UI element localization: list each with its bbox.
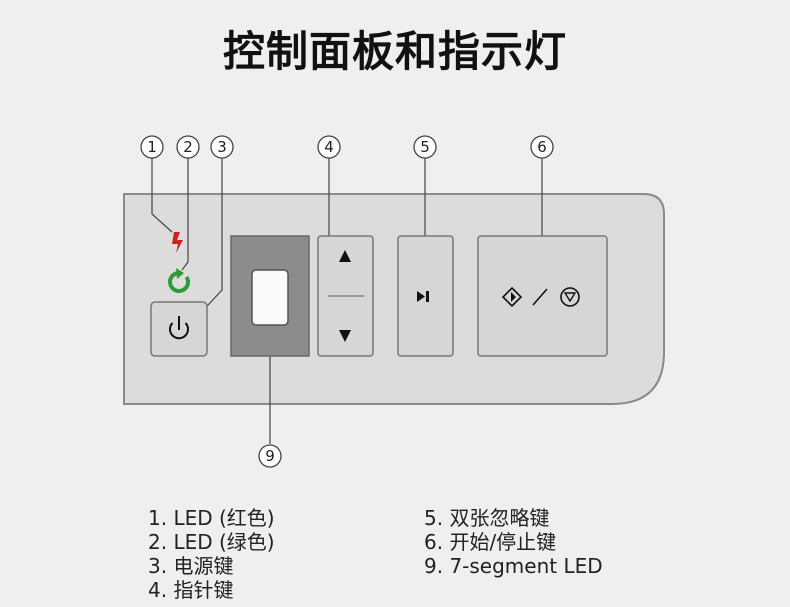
page-title: 控制面板和指示灯 (222, 27, 567, 76)
callout-2 (176, 135, 200, 159)
stop-icon (560, 287, 580, 307)
callout-6 (530, 135, 554, 159)
arrow-down-icon[interactable] (339, 330, 351, 342)
legend-item: 6. 开始/停止键 (424, 530, 557, 554)
pointer-keys (317, 235, 374, 357)
legend-item: 4. 指针键 (148, 578, 234, 602)
callout-9-label: 9 (265, 447, 275, 465)
legend-item: 3. 电源键 (148, 554, 234, 578)
arrow-up-icon[interactable] (339, 250, 351, 262)
callout-3-label: 3 (217, 138, 227, 156)
callout-circles: 1 2 3 4 5 6 9 (140, 135, 554, 468)
callout-3 (210, 135, 234, 159)
start-stop-button[interactable] (477, 235, 608, 357)
start-icon (501, 286, 523, 308)
power-button[interactable] (150, 301, 208, 357)
power-icon (169, 316, 189, 340)
callout-6-label: 6 (537, 138, 547, 156)
warning-led-icon (172, 232, 183, 253)
skip-icon (417, 291, 429, 302)
skip-button[interactable] (397, 235, 454, 357)
callout-9 (258, 444, 282, 468)
callout-1 (140, 135, 164, 159)
callout-4 (317, 135, 341, 159)
callout-4-label: 4 (324, 138, 334, 156)
callout-2-label: 2 (183, 138, 193, 156)
refresh-led-icon (168, 268, 190, 293)
legend-item: 2. LED (绿色) (148, 530, 275, 554)
callout-1-label: 1 (147, 138, 157, 156)
slash-divider (532, 288, 548, 306)
legend-left: 1. LED (红色) 2. LED (绿色) 3. 电源键 4. 指针键 (148, 506, 275, 602)
legend-right: 5. 双张忽略键 6. 开始/停止键 9. 7-segment LED (424, 506, 603, 578)
legend-item: 5. 双张忽略键 (424, 506, 550, 530)
callout-5 (413, 135, 437, 159)
seven-segment-display (230, 235, 310, 357)
legend-item: 9. 7-segment LED (424, 554, 603, 578)
legend-item: 1. LED (红色) (148, 506, 275, 530)
callout-5-label: 5 (420, 138, 430, 156)
